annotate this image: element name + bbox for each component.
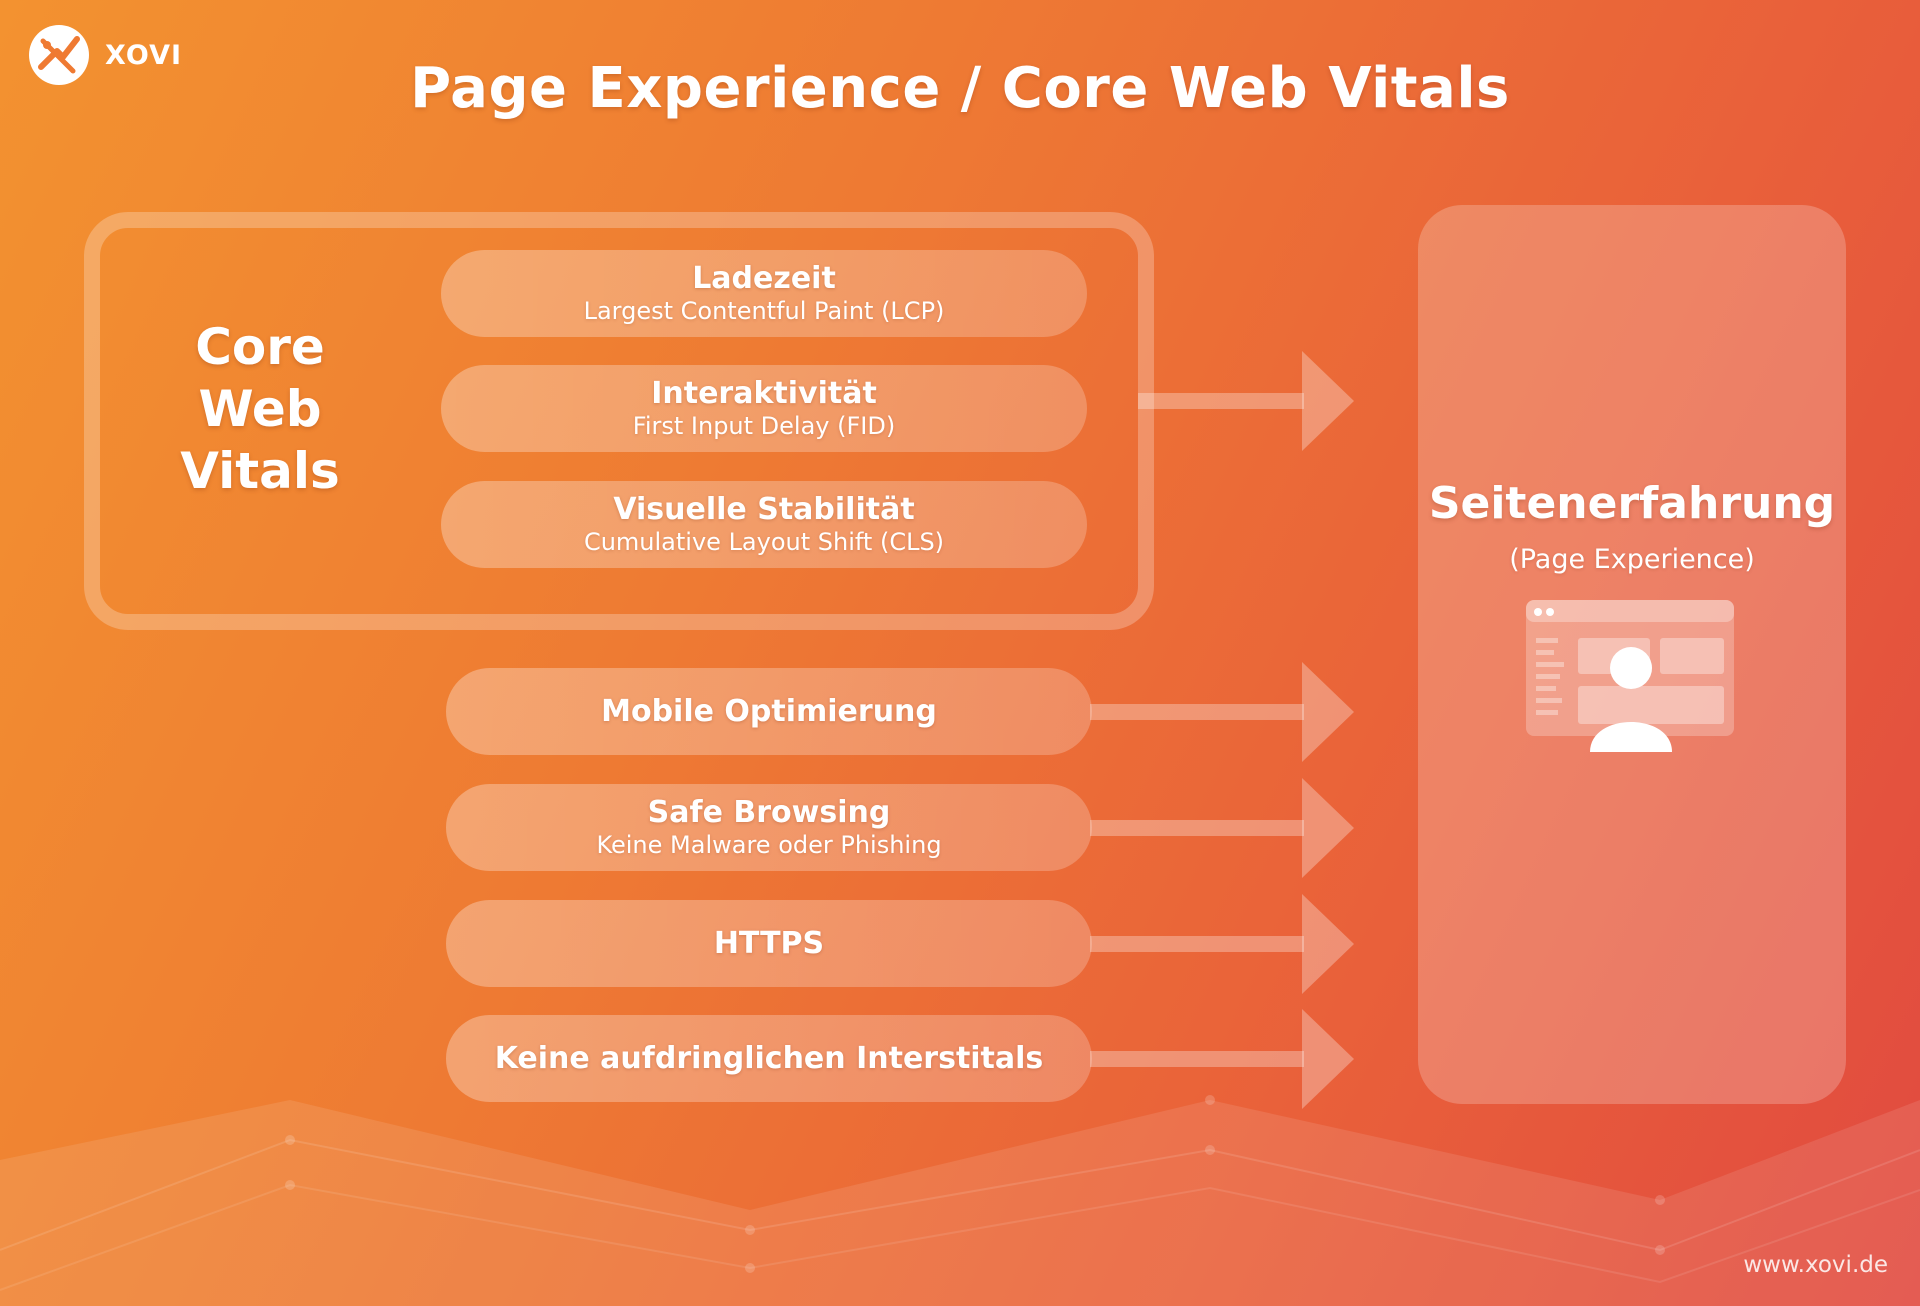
arrow-mobile — [1090, 662, 1354, 762]
signal-title: Keine aufdringlichen Interstitals — [494, 1040, 1044, 1076]
signal-subtitle: Keine Malware oder Phishing — [596, 830, 942, 859]
metric-title: Interaktivität — [651, 375, 877, 411]
xovi-logo[interactable]: XOVI — [27, 23, 182, 87]
metric-fid-pill: Interaktivität First Input Delay (FID) — [441, 365, 1087, 452]
core-web-vitals-label: Core Web Vitals — [160, 316, 360, 502]
brand-name: XOVI — [105, 39, 183, 71]
webpage-user-icon — [1526, 600, 1734, 752]
signal-safe-browsing-pill: Safe Browsing Keine Malware oder Phishin… — [446, 784, 1092, 871]
core-web-vitals-group — [84, 212, 1154, 630]
metric-subtitle: Cumulative Layout Shift (CLS) — [583, 527, 945, 556]
metric-lcp-pill: Ladezeit Largest Contentful Paint (LCP) — [441, 250, 1087, 337]
core-web-vitals-label-line: Web — [198, 380, 322, 438]
arrow-https — [1090, 894, 1354, 994]
metric-subtitle: Largest Contentful Paint (LCP) — [583, 296, 945, 325]
signal-mobile-pill: Mobile Optimierung — [446, 668, 1092, 755]
signal-title: HTTPS — [713, 925, 825, 961]
signal-title: Safe Browsing — [647, 794, 891, 830]
core-web-vitals-label-line: Vitals — [180, 442, 340, 500]
metric-title: Visuelle Stabilität — [613, 491, 915, 527]
xovi-logo-icon — [29, 25, 89, 85]
signal-https-pill: HTTPS — [446, 900, 1092, 987]
core-web-vitals-label-line: Core — [195, 318, 325, 376]
arrow-core-web-vitals — [1138, 351, 1354, 451]
metric-title: Ladezeit — [692, 260, 836, 296]
metric-cls-pill: Visuelle Stabilität Cumulative Layout Sh… — [441, 481, 1087, 568]
page-experience-title: Seitenerfahrung — [1428, 478, 1836, 529]
website-url[interactable]: www.xovi.de — [1743, 1252, 1888, 1278]
page-experience-subtitle: (Page Experience) — [1509, 544, 1755, 575]
signal-title: Mobile Optimierung — [601, 693, 937, 729]
signal-interstitials-pill: Keine aufdringlichen Interstitals — [446, 1015, 1092, 1102]
arrow-interstitials — [1090, 1009, 1354, 1109]
page-title: Page Experience / Core Web Vitals — [410, 56, 1510, 121]
arrow-safe-browsing — [1090, 778, 1354, 878]
metric-subtitle: First Input Delay (FID) — [632, 411, 896, 440]
